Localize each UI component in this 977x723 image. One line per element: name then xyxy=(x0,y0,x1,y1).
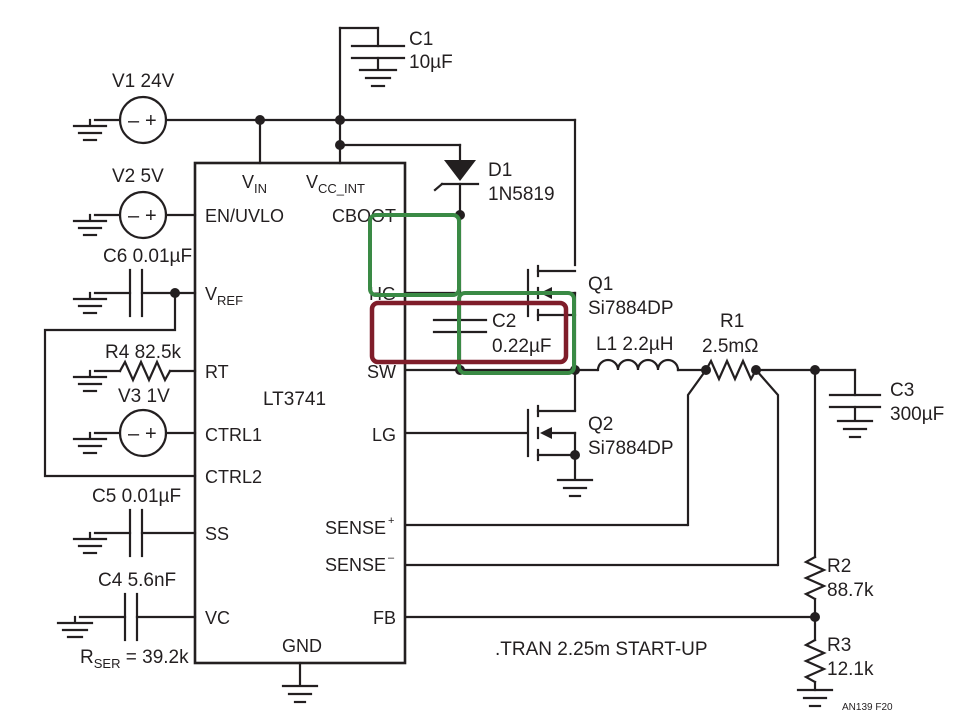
c3-value: 300µF xyxy=(890,404,944,425)
ground-icon xyxy=(72,431,108,455)
c3-capacitor-symbol xyxy=(828,393,882,409)
r4-resistor-symbol xyxy=(118,359,172,383)
pin-cboot-label: CBOOT xyxy=(332,206,396,226)
input-rail: – + V1 24V C1 10µF xyxy=(72,26,577,267)
r2-resistor-symbol xyxy=(803,555,827,601)
r2-value: 88.7k xyxy=(827,580,874,601)
ground-icon xyxy=(796,688,834,708)
ground-icon xyxy=(556,478,594,498)
ground-icon xyxy=(358,68,398,88)
pin-fb-label: FB xyxy=(373,608,396,628)
l1-inductor-symbol xyxy=(596,358,680,372)
pin-ss-label: SS xyxy=(205,524,229,544)
green-loop-highlight xyxy=(368,213,576,375)
sense-plus-superscript: + xyxy=(388,515,394,527)
pin-vref-label: VREF xyxy=(205,284,243,308)
v3-plus: + xyxy=(145,423,157,445)
pin-rt-label: RT xyxy=(205,362,229,382)
c1-name: C1 xyxy=(409,29,433,50)
pin-en-uvlo-label: EN/UVLO xyxy=(205,206,284,226)
c4-capacitor-symbol xyxy=(123,592,139,642)
output-stage: L1 2.2µH R1 2.5mΩ C3 300µF xyxy=(596,311,944,708)
pin-sense-minus-label: SENSE xyxy=(325,555,386,575)
v2-minus: – xyxy=(128,205,140,227)
ic-ground xyxy=(281,661,319,704)
pin-vin-label: VIN xyxy=(242,172,267,196)
r1-name: R1 xyxy=(720,311,744,332)
v2-source-symbol xyxy=(118,190,168,240)
c5-capacitor-symbol xyxy=(128,508,144,558)
v3-source-symbol xyxy=(118,408,168,458)
c6-label: C6 0.01µF xyxy=(103,246,192,267)
ground-icon xyxy=(72,531,108,555)
q2-name: Q2 xyxy=(588,414,613,435)
v2-label: V2 5V xyxy=(112,166,164,187)
green-box-lower xyxy=(457,291,576,375)
green-box-upper xyxy=(368,213,461,297)
r3-resistor-symbol xyxy=(803,638,827,684)
c1-capacitor-symbol xyxy=(350,44,406,60)
v3-minus: – xyxy=(128,423,140,445)
rser-label: RSER = 39.2k xyxy=(80,647,189,671)
c2-name: C2 xyxy=(492,311,516,332)
ground-icon xyxy=(72,369,108,393)
c1-value: 10µF xyxy=(409,52,453,73)
diode-icon xyxy=(444,160,476,181)
ground-icon xyxy=(56,615,94,639)
q2-mosfet: Q2 Si7884DP xyxy=(526,368,674,498)
c2-value: 0.22µF xyxy=(492,336,552,357)
ground-icon xyxy=(72,213,108,237)
r1-resistor-symbol xyxy=(704,358,758,382)
v1-label: V1 24V xyxy=(112,71,175,92)
c5-label: C5 0.01µF xyxy=(92,486,181,507)
c3-name: C3 xyxy=(890,380,914,401)
v2-plus: + xyxy=(145,205,157,227)
v1-source-symbol xyxy=(118,95,168,145)
sense-minus-superscript: – xyxy=(388,552,395,564)
r3-value: 12.1k xyxy=(827,659,874,680)
r4-label: R4 82.5k xyxy=(105,342,182,363)
pin-vc-label: VC xyxy=(205,608,230,628)
d1-value: 1N5819 xyxy=(488,184,555,205)
q1-mosfet: Q1 Si7884DP xyxy=(526,264,674,372)
figure-id: AN139 F20 xyxy=(842,702,893,713)
red-highlight-box xyxy=(369,300,569,365)
left-network: – + V2 5V C6 0.01µF xyxy=(43,166,197,671)
pin-sense-plus-label: SENSE xyxy=(325,518,386,538)
ic-name: LT3741 xyxy=(263,389,326,410)
l1-label: L1 2.2µH xyxy=(596,334,674,355)
d1-name: D1 xyxy=(488,160,512,181)
pin-ctrl1-label: CTRL1 xyxy=(205,425,262,445)
pin-gnd-label: GND xyxy=(282,636,322,656)
pin-vccint-label: VCC_INT xyxy=(306,172,365,196)
r1-value: 2.5mΩ xyxy=(702,336,758,357)
q2-value: Si7884DP xyxy=(588,438,674,459)
q1-value: Si7884DP xyxy=(588,298,674,319)
v3-label: V3 1V xyxy=(118,386,170,407)
v1-minus: – xyxy=(128,110,140,132)
ground-icon xyxy=(281,684,319,704)
sim-directive: .TRAN 2.25m START-UP xyxy=(495,639,708,660)
pin-sw-label: SW xyxy=(367,362,396,382)
c6-capacitor-symbol xyxy=(128,268,144,318)
pin-lg-label: LG xyxy=(372,425,396,445)
ground-icon xyxy=(836,419,874,439)
pin-ctrl2-label: CTRL2 xyxy=(205,467,262,487)
ic-body xyxy=(193,161,407,665)
d1-diode: D1 1N5819 xyxy=(338,143,555,217)
v1-plus: + xyxy=(145,110,157,132)
c4-label: C4 5.6nF xyxy=(98,570,176,591)
r2-name: R2 xyxy=(827,556,851,577)
ground-icon xyxy=(72,291,108,315)
q1-name: Q1 xyxy=(588,274,613,295)
lt3741-ic: LT3741 VIN VCC_INT EN/UVLO VREF RT CTRL1… xyxy=(193,161,407,665)
r3-name: R3 xyxy=(827,635,851,656)
ground-icon xyxy=(72,118,108,142)
